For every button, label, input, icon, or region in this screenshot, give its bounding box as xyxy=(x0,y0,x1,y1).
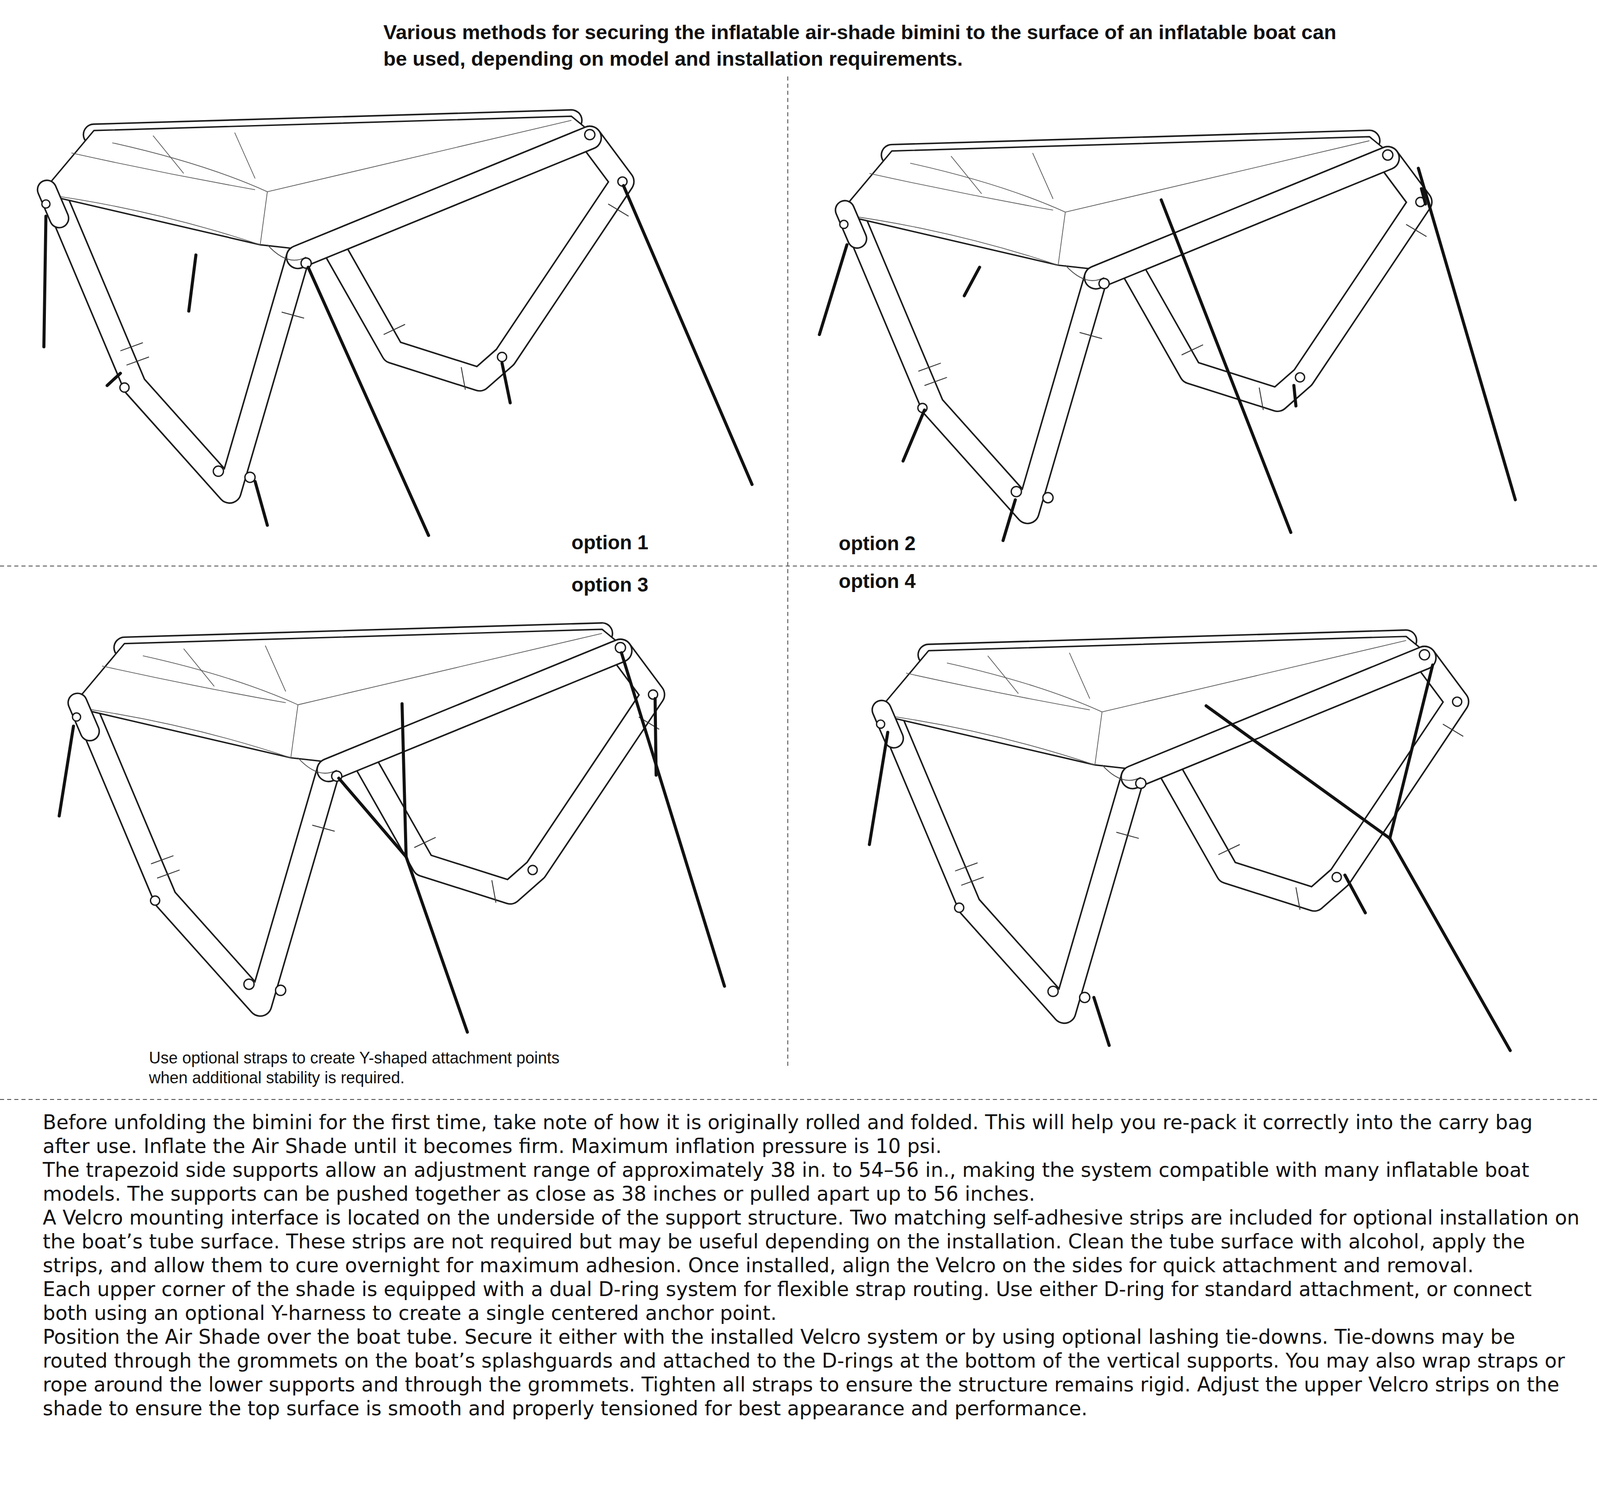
instruction-paragraph: A Velcro mounting interface is located o… xyxy=(42,1205,1582,1278)
option-label: option 1 xyxy=(571,530,649,555)
option-label: option 2 xyxy=(838,531,916,556)
strap-note: Use optional straps to create Y-shaped a… xyxy=(148,1048,581,1088)
option-label: option 4 xyxy=(838,569,916,594)
instruction-paragraph: The trapezoid side supports allow an adj… xyxy=(42,1158,1582,1206)
instruction-paragraph: Each upper corner of the shade is equipp… xyxy=(42,1277,1582,1326)
instruction-paragraph: Position the Air Shade over the boat tub… xyxy=(42,1325,1582,1421)
page-title: Various methods for securing the inflata… xyxy=(383,18,1338,72)
option-label: option 3 xyxy=(571,573,649,597)
instructions-text: Before unfolding the bimini for the firs… xyxy=(42,1110,1582,1421)
instruction-paragraph: Before unfolding the bimini for the firs… xyxy=(42,1110,1582,1159)
